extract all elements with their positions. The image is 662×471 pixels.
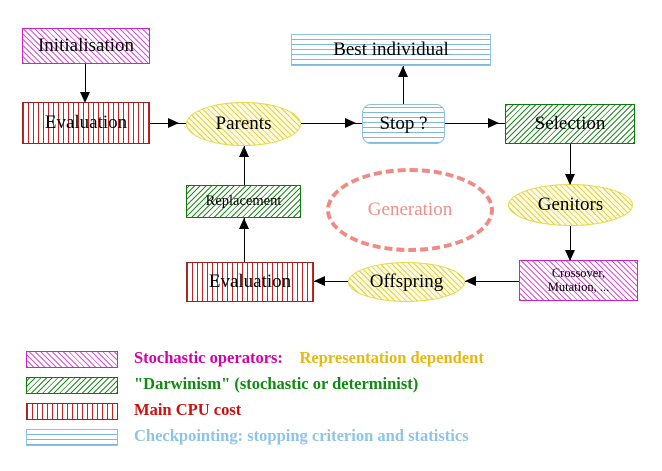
legend-swatch-stochastic-operators (26, 351, 118, 368)
node-evaluation-bottom[interactable]: Evaluation (186, 262, 314, 302)
node-generation-label: Generation (367, 199, 453, 220)
node-stop[interactable]: Stop ? (362, 104, 445, 144)
arrowhead-replacement-to-parents (239, 146, 249, 157)
arrowhead-stop-to-best-individual (398, 66, 408, 77)
edge-replacement-to-parents (244, 146, 245, 185)
legend: Stochastic operators: Representation dep… (26, 348, 636, 452)
node-evaluation-bottom-label: Evaluation (208, 271, 292, 293)
legend-label-darwinism: "Darwinism" (stochastic or determinist) (134, 374, 418, 394)
node-initialisation[interactable]: Initialisation (22, 28, 150, 64)
node-evaluation-top[interactable]: Evaluation (22, 102, 150, 144)
node-best-individual[interactable]: Best individual (291, 34, 491, 66)
node-stop-label: Stop ? (379, 113, 428, 135)
edge-evaluation-to-replacement (244, 218, 245, 262)
legend-row: Checkpointing: stopping criterion and st… (26, 426, 636, 452)
arrowhead-parents-to-stop (345, 118, 356, 128)
node-operators-label-line2: Mutation, ... (547, 279, 610, 294)
node-replacement-label: Replacement (205, 192, 282, 209)
edge-parents-to-stop (301, 123, 362, 124)
edge-operators-to-offspring (465, 281, 519, 282)
legend-label-stochastic-operators: Stochastic operators: Representation dep… (134, 348, 484, 368)
legend-swatch-checkpointing (26, 429, 118, 446)
edge-stop-to-selection (445, 123, 505, 124)
arrowhead-operators-to-offspring (465, 276, 476, 286)
edge-initialisation-to-evaluation (85, 64, 86, 97)
edge-genitors-to-operators (570, 226, 571, 260)
legend-label-checkpointing: Checkpointing: stopping criterion and st… (134, 426, 469, 446)
node-operators[interactable]: Crossover, Mutation, ... (519, 260, 638, 301)
edge-offspring-to-evaluation (314, 281, 348, 282)
node-offspring-label: Offspring (369, 271, 444, 293)
node-evaluation-top-label: Evaluation (44, 112, 128, 134)
legend-row: Stochastic operators: Representation dep… (26, 348, 636, 374)
legend-row: "Darwinism" (stochastic or determinist) (26, 374, 636, 400)
legend-label-main-cpu-cost: Main CPU cost (134, 400, 241, 420)
node-genitors[interactable]: Genitors (508, 184, 633, 226)
arrowhead-evaluation-to-replacement (239, 218, 249, 229)
node-parents-label: Parents (215, 113, 272, 135)
legend-text-primary: Main CPU cost (134, 400, 242, 419)
node-operators-label-line1: Crossover, (551, 266, 606, 281)
node-parents[interactable]: Parents (186, 102, 301, 146)
node-offspring[interactable]: Offspring (348, 262, 465, 302)
node-generation: Generation (326, 168, 494, 252)
legend-swatch-darwinism (26, 377, 118, 394)
node-initialisation-label: Initialisation (37, 35, 135, 57)
arrowhead-genitors-to-operators (565, 250, 575, 261)
legend-swatch-main-cpu-cost (26, 403, 118, 420)
legend-text-secondary: Representation dependent (299, 348, 484, 367)
legend-text-primary: Stochastic operators: (134, 348, 283, 367)
legend-text-primary: "Darwinism" (stochastic or determinist) (134, 374, 419, 393)
arrowhead-selection-to-genitors (565, 174, 575, 185)
node-best-individual-label: Best individual (333, 39, 449, 61)
arrowhead-initialisation-to-evaluation (80, 92, 90, 103)
node-replacement[interactable]: Replacement (186, 185, 301, 218)
arrowhead-evaluation-to-parents (168, 118, 179, 128)
edge-selection-to-genitors (570, 144, 571, 184)
legend-row: Main CPU cost (26, 400, 636, 426)
arrowhead-stop-to-selection (488, 118, 499, 128)
legend-text-primary: Checkpointing: stopping criterion and st… (134, 426, 469, 445)
node-genitors-label: Genitors (537, 194, 604, 216)
arrowhead-offspring-to-evaluation (314, 276, 325, 286)
node-selection-label: Selection (534, 113, 606, 135)
edge-stop-to-best-individual (403, 66, 404, 104)
node-selection[interactable]: Selection (505, 104, 635, 144)
